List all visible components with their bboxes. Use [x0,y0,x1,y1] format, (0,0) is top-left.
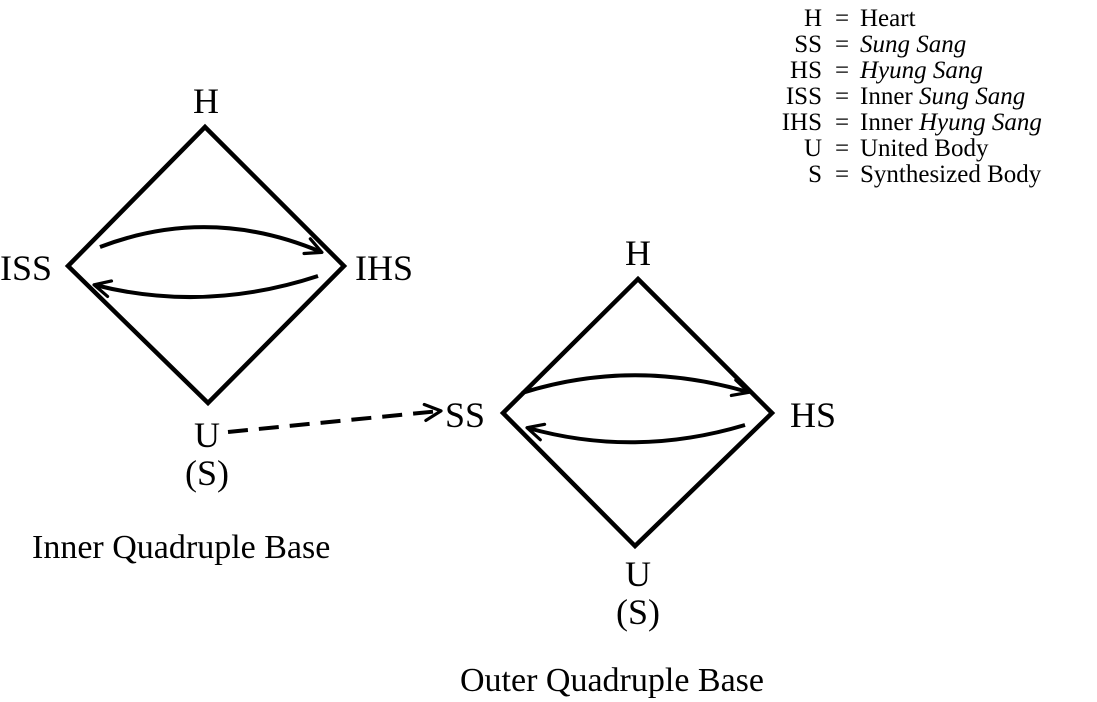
outer-bottom-sub-label: (S) [616,592,660,632]
outer-arrow-hs-to-ss [525,422,746,445]
legend-abbr: HS [790,57,822,84]
outer-caption: Outer Quadruple Base [460,662,764,699]
legend-equals: = [835,161,849,188]
legend-definition: Hyung Sang [859,57,983,84]
legend-equals: = [835,135,849,162]
legend-row: SS = Sung Sang [794,31,966,58]
legend: H = Heart SS = Sung Sang HS = Hyung Sang… [782,5,1042,188]
legend-row: ISS = Inner Sung Sang [786,83,1025,110]
legend-definition: United Body [860,135,989,162]
legend-abbr: H [804,5,822,32]
legend-definition: Inner Sung Sang [860,83,1025,110]
inner-diamond [64,123,348,407]
legend-row: S = Synthesized Body [808,161,1042,188]
legend-definition: Inner Hyung Sang [860,109,1042,136]
legend-row: HS = Hyung Sang [790,57,983,84]
outer-diamond [499,275,776,550]
legend-abbr: IHS [782,109,822,136]
inner-arrow-iss-to-ihs [99,225,324,256]
legend-definition: Heart [860,5,916,32]
legend-definition: Synthesized Body [860,161,1042,188]
inner-right-label: IHS [355,248,413,288]
legend-equals: = [835,109,849,136]
legend-equals: = [835,83,849,110]
inner-bottom-sub-label: (S) [185,453,229,493]
dashed-arrow-u-to-ss [227,402,443,434]
inner-caption: Inner Quadruple Base [32,529,330,566]
inner-top-label: H [193,81,219,121]
legend-row: H = Heart [804,5,916,32]
outer-right-label: HS [790,395,836,435]
outer-bottom-label: U [625,554,651,594]
inner-arrow-ihs-to-iss [92,274,319,300]
legend-abbr: SS [794,31,822,58]
legend-definition: Sung Sang [860,31,966,58]
legend-abbr: U [804,135,822,162]
outer-left-label: SS [445,395,485,435]
legend-equals: = [835,5,849,32]
legend-abbr: S [808,161,822,188]
inner-quadruple-base: H ISS IHS U (S) Inner Quadruple Base [0,81,413,566]
outer-arrow-ss-to-hs [521,373,751,398]
legend-equals: = [835,31,849,58]
outer-top-label: H [625,233,651,273]
legend-row: IHS = Inner Hyung Sang [782,109,1042,136]
inner-bottom-label: U [194,415,220,455]
inner-left-label: ISS [0,248,52,288]
outer-quadruple-base: H SS HS U (S) Outer Quadruple Base [445,233,836,699]
legend-abbr: ISS [786,83,822,110]
legend-equals: = [835,57,849,84]
legend-row: U = United Body [804,135,989,162]
